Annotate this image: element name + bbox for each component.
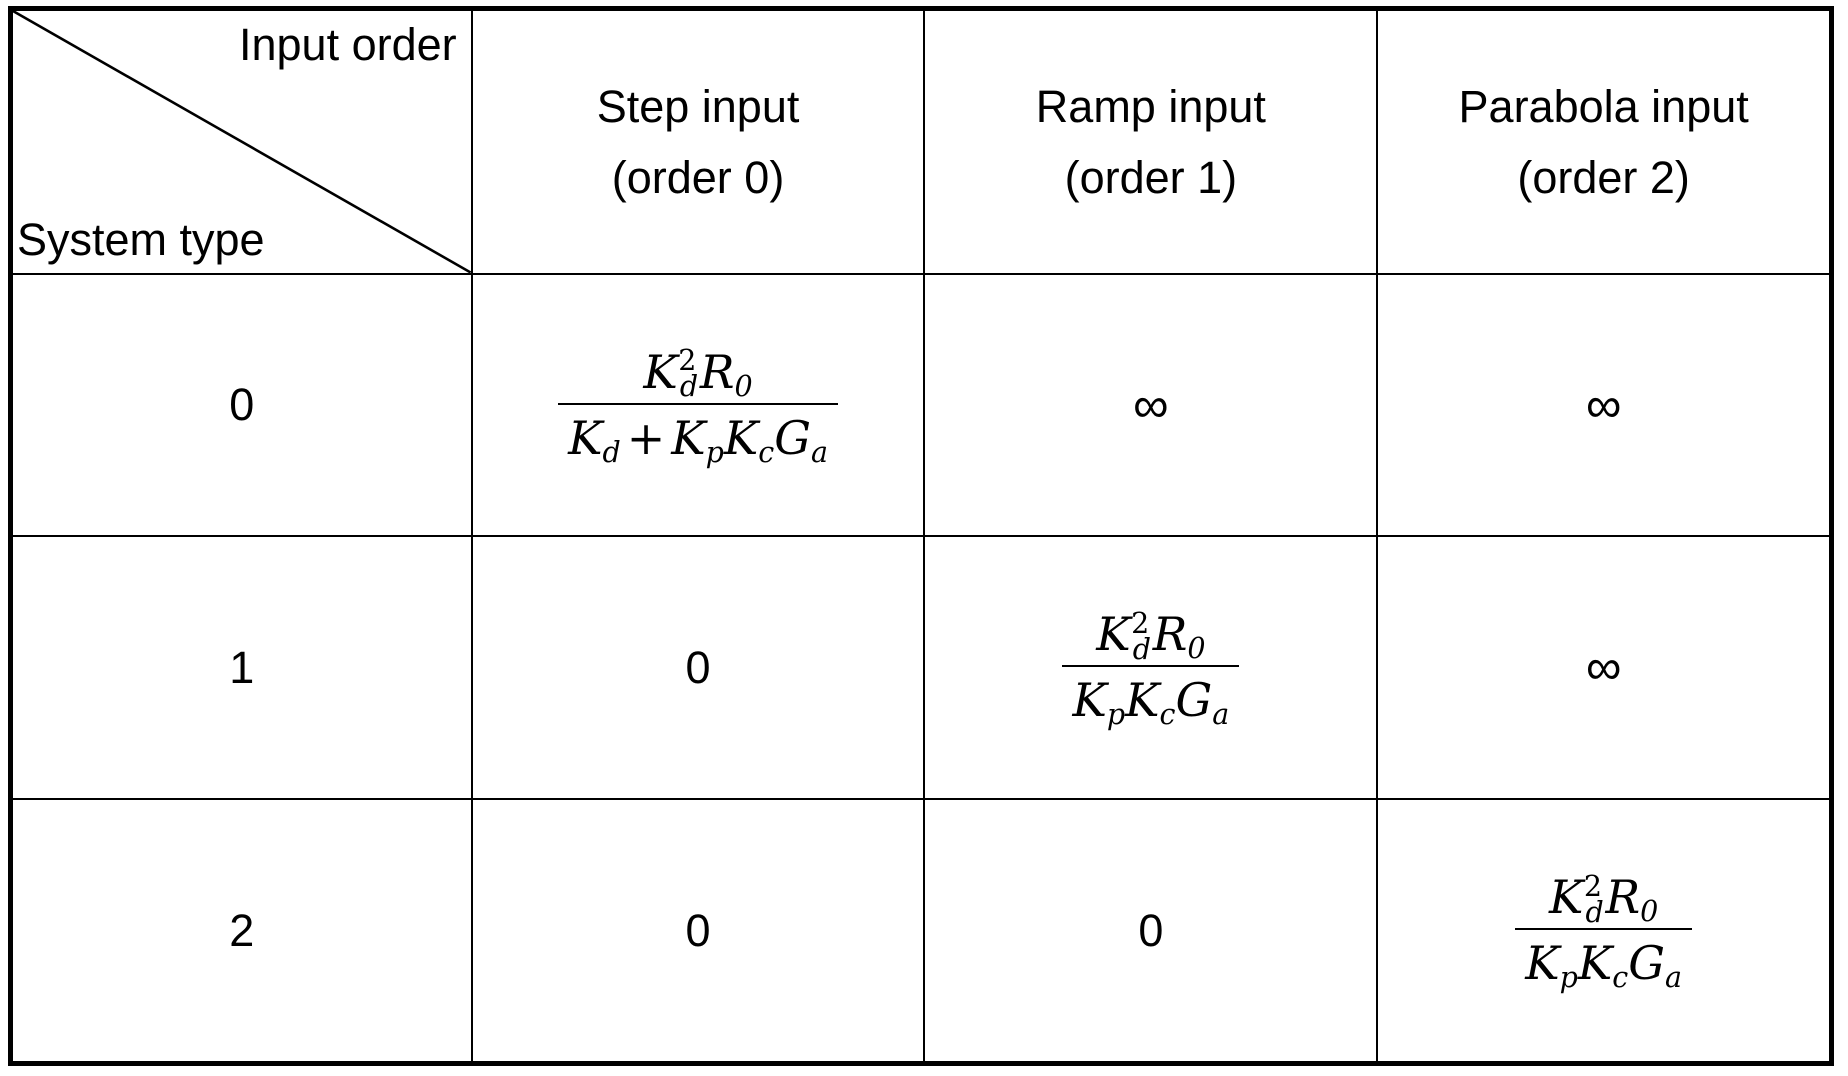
- fraction-numerator: K2dR0: [1515, 869, 1693, 931]
- fraction-denominator: KpKcGa: [1525, 936, 1683, 995]
- column-header-step-title: Step input: [596, 80, 800, 132]
- table-header-row: Input order System type Step input (orde…: [13, 11, 1829, 275]
- corner-bottom-label: System type: [17, 213, 265, 265]
- column-header-ramp: Ramp input (order 1): [923, 11, 1379, 275]
- cell-type2-step: 0: [470, 797, 926, 1061]
- cell-type0-parabola: ∞: [1376, 272, 1829, 537]
- cell-type0-step: K2dR0 Kd+KpKcGa: [470, 272, 926, 537]
- column-header-ramp-title: Ramp input: [1035, 80, 1266, 132]
- row-label-type-0: 0: [13, 272, 473, 537]
- table-row: 0 K2dR0 Kd+KpKcGa ∞ ∞: [13, 272, 1829, 537]
- fraction-type1-ramp: K2dR0 KpKcGa: [1062, 606, 1240, 732]
- cell-type2-ramp: 0: [923, 797, 1379, 1061]
- cell-type1-step: 0: [470, 535, 926, 800]
- column-header-step-order: (order 0): [611, 151, 785, 203]
- table-row: 1 0 K2dR0 KpKcGa ∞: [13, 535, 1829, 800]
- cell-type1-ramp: K2dR0 KpKcGa: [923, 535, 1379, 800]
- row-label-type-2: 2: [13, 797, 473, 1061]
- fraction-type0-step: K2dR0 Kd+KpKcGa: [558, 344, 839, 469]
- column-header-parabola-title: Parabola input: [1458, 80, 1749, 132]
- cell-type2-parabola: K2dR0 KpKcGa: [1376, 797, 1829, 1061]
- corner-header-cell: Input order System type: [13, 11, 473, 275]
- cell-type0-ramp: ∞: [923, 272, 1379, 537]
- corner-top-label: Input order: [238, 19, 457, 70]
- cell-type1-parabola: ∞: [1376, 535, 1829, 800]
- fraction-denominator: Kd+KpKcGa: [568, 410, 829, 469]
- fraction-numerator: K2dR0: [1062, 606, 1240, 668]
- error-table: Input order System type Step input (orde…: [13, 11, 1829, 1061]
- fraction-type2-parabola: K2dR0 KpKcGa: [1515, 869, 1693, 995]
- column-header-step: Step input (order 0): [470, 11, 926, 275]
- kd-squared-term: K2d: [1548, 869, 1604, 929]
- column-header-parabola-order: (order 2): [1517, 151, 1690, 203]
- fraction-numerator: K2dR0: [558, 344, 839, 405]
- row-label-type-1: 1: [13, 535, 473, 800]
- column-header-ramp-order: (order 1): [1064, 151, 1238, 203]
- table-row: 2 0 0 K2dR0 KpKcGa: [13, 797, 1829, 1061]
- kd-squared-term: K2d: [643, 344, 699, 404]
- steady-state-error-table: Input order System type Step input (orde…: [8, 6, 1834, 1066]
- fraction-denominator: KpKcGa: [1072, 673, 1230, 732]
- column-header-parabola: Parabola input (order 2): [1376, 11, 1829, 275]
- kd-squared-term: K2d: [1096, 606, 1152, 666]
